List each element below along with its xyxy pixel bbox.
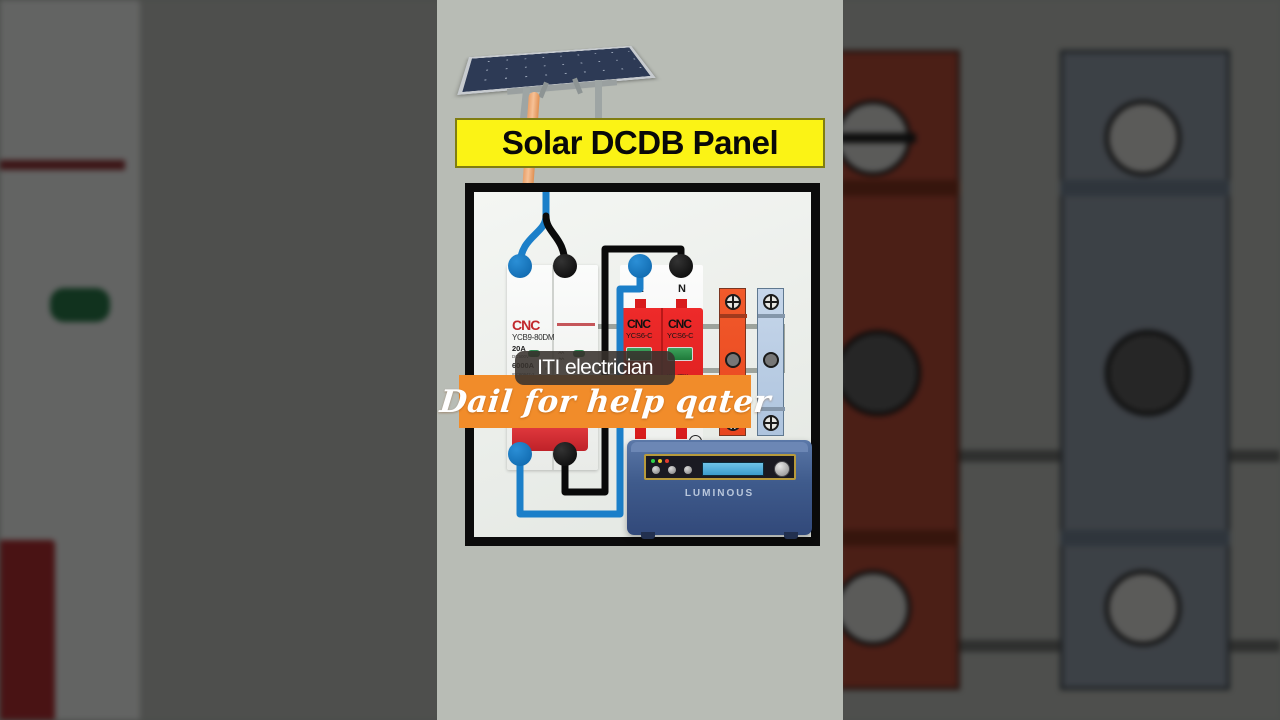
mcb-terminal-bottom-positive[interactable] bbox=[508, 442, 532, 466]
background-right bbox=[840, 0, 1280, 720]
mcb-model-label: YCB9-80DM bbox=[512, 333, 555, 342]
solar-panel bbox=[455, 10, 675, 130]
inverter-control-panel[interactable] bbox=[644, 454, 796, 480]
mcb-terminal-top-positive[interactable] bbox=[508, 254, 532, 278]
spd-model-label: YCS6-C bbox=[626, 331, 653, 340]
solar-panel-leg bbox=[595, 80, 602, 130]
inverter-led-amber-icon bbox=[658, 459, 662, 463]
mcb-terminal-bottom-negative[interactable] bbox=[553, 442, 577, 466]
mcb-red-stripe bbox=[557, 323, 595, 326]
channel-label-text: ITI electrician bbox=[537, 356, 653, 379]
fuse-screw-terminal-icon[interactable] bbox=[763, 294, 779, 310]
fuse-screw-terminal-icon[interactable] bbox=[763, 415, 779, 431]
inverter-button-3[interactable] bbox=[684, 466, 692, 474]
spd-bottom-tab bbox=[676, 427, 687, 439]
mcb-terminal-top-negative[interactable] bbox=[553, 254, 577, 278]
inverter-button-1[interactable] bbox=[652, 466, 660, 474]
inverter-lcd-display bbox=[702, 462, 764, 476]
inverter-foot bbox=[784, 532, 798, 539]
inverter-foot bbox=[641, 532, 655, 539]
fuse-band bbox=[720, 314, 747, 318]
spd-bottom-tab bbox=[635, 427, 646, 439]
background-left-image: CNC YCB9-80DM 20A DC500V 6000A IEC60947-… bbox=[0, 0, 440, 720]
fuse-screw-terminal-icon[interactable] bbox=[725, 294, 741, 310]
mcb-brand-label: CNC bbox=[512, 317, 540, 333]
inverter-rotary-knob[interactable] bbox=[774, 461, 790, 477]
title-banner-text: Solar DCDB Panel bbox=[501, 124, 779, 161]
cta-banner-text: Dail for help qater bbox=[437, 383, 773, 420]
inverter-brand-label: LUMINOUS bbox=[684, 488, 755, 499]
fuse-band bbox=[758, 314, 785, 318]
inverter-unit: LUMINOUS bbox=[627, 440, 812, 539]
channel-label[interactable]: ITI electrician bbox=[515, 351, 675, 385]
fuse-holder-blue[interactable] bbox=[757, 288, 785, 436]
inverter-led-red-icon bbox=[665, 459, 669, 463]
background-left: CNC YCB9-80DM 20A DC500V 6000A IEC60947-… bbox=[0, 0, 440, 720]
spd-brand-label: CNC bbox=[668, 317, 692, 331]
title-banner: Solar DCDB Panel bbox=[455, 118, 825, 168]
spd-terminal-label-n: N bbox=[678, 283, 686, 295]
spd-terminal-n[interactable] bbox=[669, 254, 693, 278]
spd-terminal-label-l: L bbox=[637, 283, 644, 295]
fuse-knob[interactable] bbox=[763, 352, 779, 368]
inverter-button-2[interactable] bbox=[668, 466, 676, 474]
spd-terminal-l[interactable] bbox=[628, 254, 652, 278]
inverter-top-cover bbox=[631, 442, 808, 452]
fuse-band bbox=[758, 407, 785, 411]
inverter-body: LUMINOUS bbox=[627, 440, 812, 535]
inverter-led-green-icon bbox=[651, 459, 655, 463]
fuse-knob[interactable] bbox=[725, 352, 741, 368]
spd-brand-label: CNC bbox=[627, 317, 651, 331]
video-frame: Solar DCDB Panel CNC YCB9-80DM 20A DC500… bbox=[437, 0, 843, 720]
background-right-image bbox=[840, 0, 1280, 720]
spd-model-label: YCS6-C bbox=[667, 331, 694, 340]
